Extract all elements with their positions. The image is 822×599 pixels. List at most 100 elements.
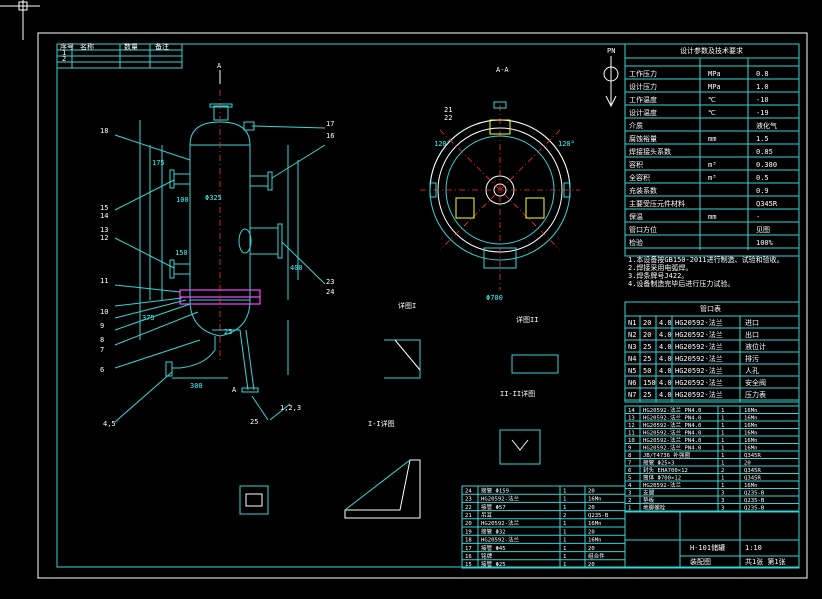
parts-left-cell: 1	[563, 521, 566, 527]
north-text: PN	[607, 47, 615, 55]
top-left-table: 序号 名称 数量 备注 1 2	[56, 42, 183, 69]
nozzle-cell: 25	[643, 391, 651, 399]
parts-cell: 1	[721, 461, 724, 467]
spec-row-name: 主要受压元件材料	[629, 199, 685, 208]
parts-cell: 16Mn	[744, 431, 757, 437]
parts-cell: Q345R	[744, 468, 761, 474]
crosshair-cursor-icon	[0, 0, 40, 40]
spec-row-unit: m³	[708, 174, 716, 182]
parts-left-cell: 16Mn	[588, 538, 601, 544]
parts-cell: 9	[628, 446, 631, 452]
title-name: H-101储罐	[690, 543, 725, 552]
spec-row-name: 腐蚀裕量	[629, 134, 657, 143]
title-block: H-101储罐 装配图 1:10 共1张 第1张	[624, 511, 800, 569]
top-table-h3: 数量	[124, 42, 138, 51]
spec-row-name: 全容积	[629, 173, 650, 182]
spec-row-unit: MPa	[708, 70, 721, 78]
nozzle-cell: N7	[628, 391, 636, 399]
spec-row-value: Q345R	[756, 200, 778, 208]
leader-15: 15	[100, 204, 108, 212]
parts-left-cell: 接管 Φ45	[481, 544, 506, 552]
parts-left-cell: 接管 Φ159	[481, 486, 509, 494]
top-table-h4: 备注	[155, 42, 169, 51]
parts-cell: 支腿	[643, 489, 655, 497]
parts-cell: 1	[721, 476, 724, 482]
parts-cell: 1	[721, 408, 724, 414]
parts-cell: Q235-B	[744, 498, 765, 504]
dim-plan-diameter: Φ700	[486, 294, 503, 302]
nozzle-cell: 20	[643, 319, 651, 327]
spec-row-unit: ℃	[708, 96, 716, 104]
parts-cell: 接管 Φ25×3	[643, 459, 674, 467]
spec-row-unit: ℃	[708, 109, 716, 117]
angle-120-left: 120°	[434, 140, 451, 148]
parts-left-cell: 18	[465, 538, 472, 544]
parts-cell: 5	[628, 476, 631, 482]
parts-left-cell: 接管 Φ32	[481, 527, 506, 535]
section-a-bottom: A	[232, 386, 237, 394]
angle-120-right: 120°	[558, 140, 575, 148]
parts-left-cell: 1	[563, 488, 566, 494]
parts-left-cell: 24	[465, 488, 472, 494]
parts-left-cell: HG20592-法兰	[481, 495, 520, 503]
nozzle-cell: 压力表	[745, 390, 766, 399]
nozzle-cell: 人孔	[745, 367, 759, 375]
parts-left-cell: 1	[563, 497, 566, 503]
spec-row-name: 检验	[629, 238, 643, 247]
parts-cell: 7	[628, 461, 631, 467]
top-table-h2: 名称	[80, 42, 94, 51]
parts-cell: 10	[628, 438, 635, 444]
leader-12: 12	[100, 234, 108, 242]
parts-left-cell: 20	[588, 562, 595, 568]
spec-row-unit: m³	[708, 161, 716, 169]
plan-view: A-A 21 22 120° 120° Φ700	[420, 66, 580, 302]
leader-22: 22	[444, 114, 452, 122]
parts-cell: HG20592-法兰 PN4.0	[643, 436, 701, 444]
parts-cell: HG20592-法兰 PN4.0	[643, 421, 701, 429]
parts-left-cell: Q235-B	[588, 513, 609, 519]
nozzle-cell: 150	[643, 379, 656, 387]
section-a-top: A	[217, 62, 222, 70]
spec-row-value: 0.9	[756, 187, 769, 195]
parts-cell: 8	[628, 453, 632, 459]
parts-cell: 封头 EHA700×12	[643, 466, 688, 474]
parts-cell: 1	[721, 446, 724, 452]
dim-400: 400	[290, 264, 303, 272]
title-sub: 装配图	[690, 557, 711, 566]
spec-row-value: -	[756, 213, 760, 221]
leader-21: 21	[444, 106, 452, 114]
parts-left-cell: 20	[588, 529, 595, 535]
nozzle-cell: 4.0	[659, 391, 672, 399]
parts-left-cell: 1	[563, 538, 566, 544]
parts-cell: 11	[628, 431, 635, 437]
detail-views: 详图I 详图II II-II详图 I-I详图	[239, 301, 559, 519]
nozzle-cell: 液位计	[745, 342, 766, 351]
spec-row-value: 液化气	[756, 121, 777, 130]
nozzle-cell: N3	[628, 343, 636, 351]
nozzle-title: 管口表	[700, 304, 721, 313]
nozzle-cell: HG20592-法兰	[675, 390, 723, 399]
nozzle-cell: 4.0	[659, 319, 672, 327]
spec-row-value: 0.85	[756, 148, 773, 156]
spec-row-name: 设计温度	[629, 108, 657, 117]
nozzle-cell: HG20592-法兰	[675, 330, 723, 339]
parts-cell: 2	[628, 498, 631, 504]
nozzle-cell: 出口	[745, 330, 759, 339]
spec-row-name: 介质	[629, 121, 643, 130]
parts-cell: 13	[628, 416, 635, 422]
leader-18: 18	[100, 127, 108, 135]
leader-7: 7	[100, 346, 104, 354]
dim-100: 100	[176, 196, 189, 204]
parts-cell: 1	[721, 453, 724, 459]
parts-cell: 3	[721, 498, 724, 504]
spec-row-unit: mm	[708, 213, 716, 221]
leader-13: 13	[100, 226, 108, 234]
leader-lines-left	[114, 134, 201, 423]
leader-17: 17	[326, 120, 334, 128]
note-line: 2.焊接采用电弧焊。	[628, 263, 692, 272]
leader-24: 24	[326, 288, 334, 296]
